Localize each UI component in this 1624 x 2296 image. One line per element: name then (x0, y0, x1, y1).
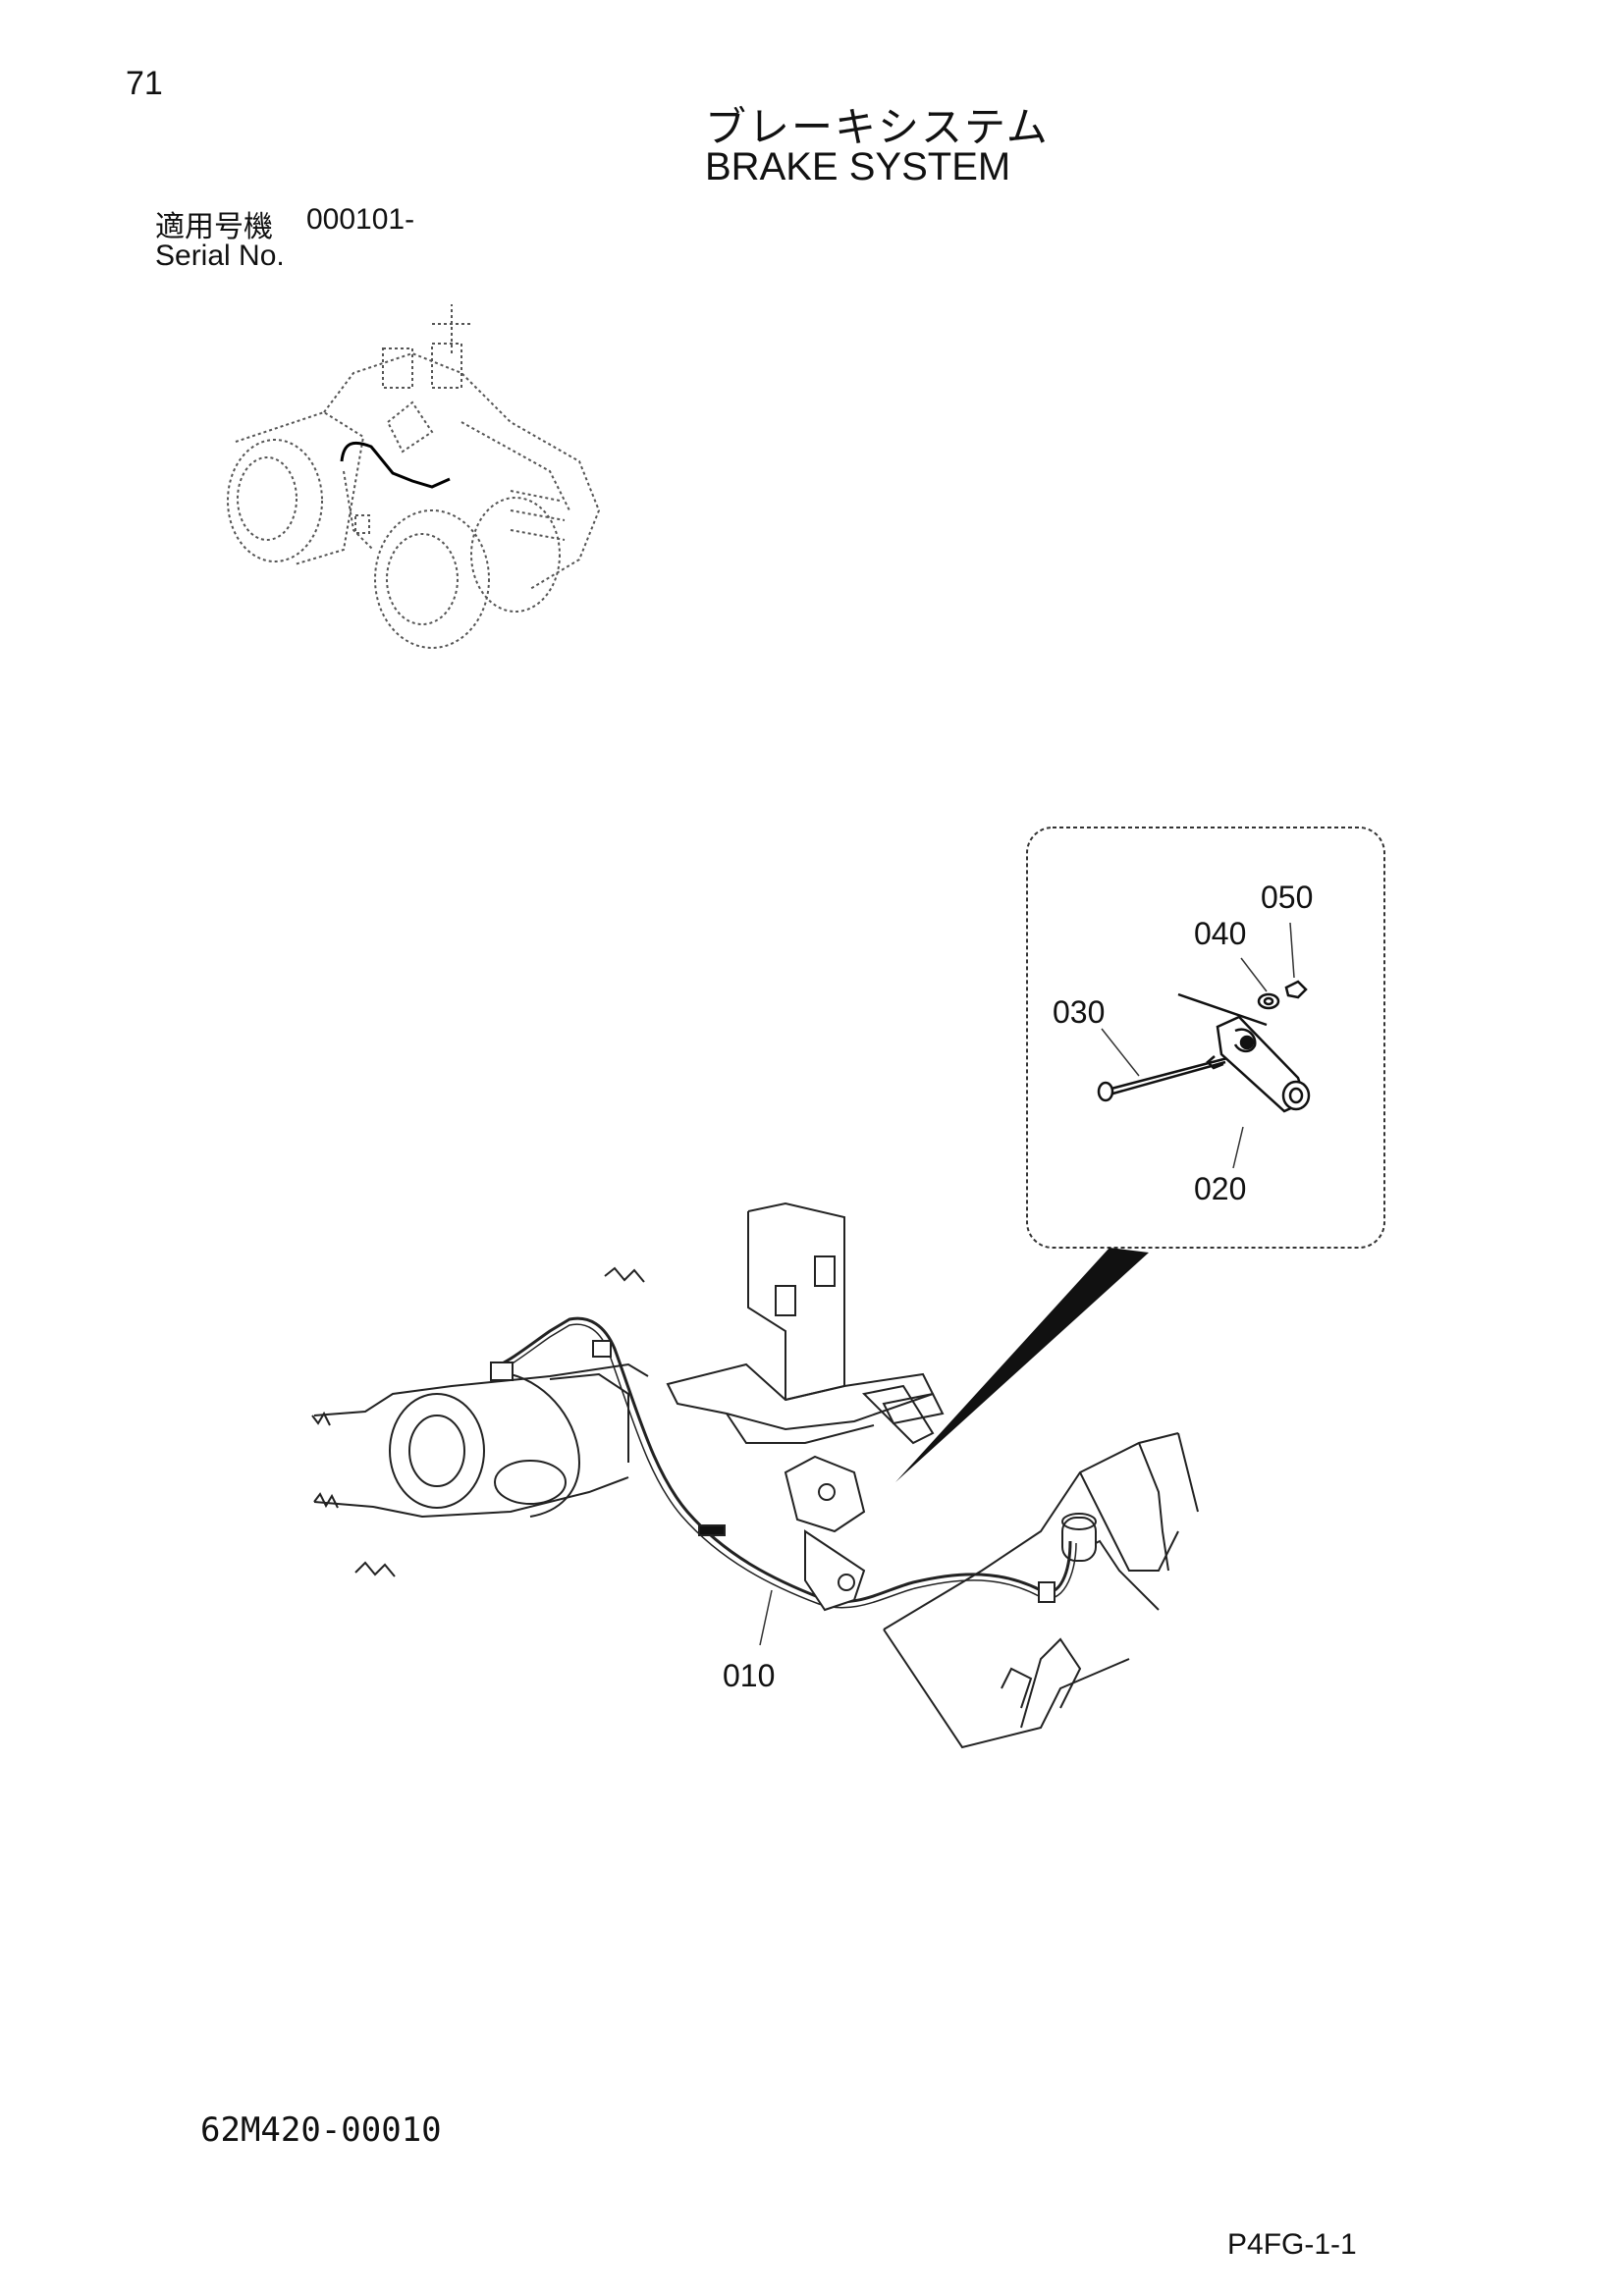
serial-number-value: 000101- (306, 203, 415, 236)
drawing-number: 62M420-00010 (200, 2110, 442, 2150)
part-label-010: 010 (723, 1658, 775, 1693)
overview-hose-highlight (340, 441, 451, 489)
part-label-020: 020 (1194, 1171, 1246, 1206)
leader-arrow (895, 1248, 1149, 1482)
part-label-040: 040 (1194, 916, 1246, 951)
serial-label-japanese: 適用号機 (155, 210, 273, 244)
detail-leader-lines (1101, 922, 1295, 1169)
serial-label: Serial No. (155, 240, 285, 272)
part-label-050: 050 (1261, 880, 1313, 915)
part-label-030: 030 (1053, 994, 1105, 1030)
sheet-code: P4FG-1-1 (1227, 2228, 1357, 2261)
leader-line-010 (759, 1589, 773, 1646)
detail-inset (895, 827, 1385, 1482)
page-title-japanese: ブレーキシステム (705, 103, 1050, 151)
page-number: 71 (126, 65, 163, 102)
overview-machine-illustration (227, 304, 601, 649)
page-title: BRAKE SYSTEM (705, 145, 1011, 188)
brake-cylinder-detail-illustration (1097, 980, 1311, 1113)
brake-hose-assembly-illustration (311, 1201, 1199, 1749)
